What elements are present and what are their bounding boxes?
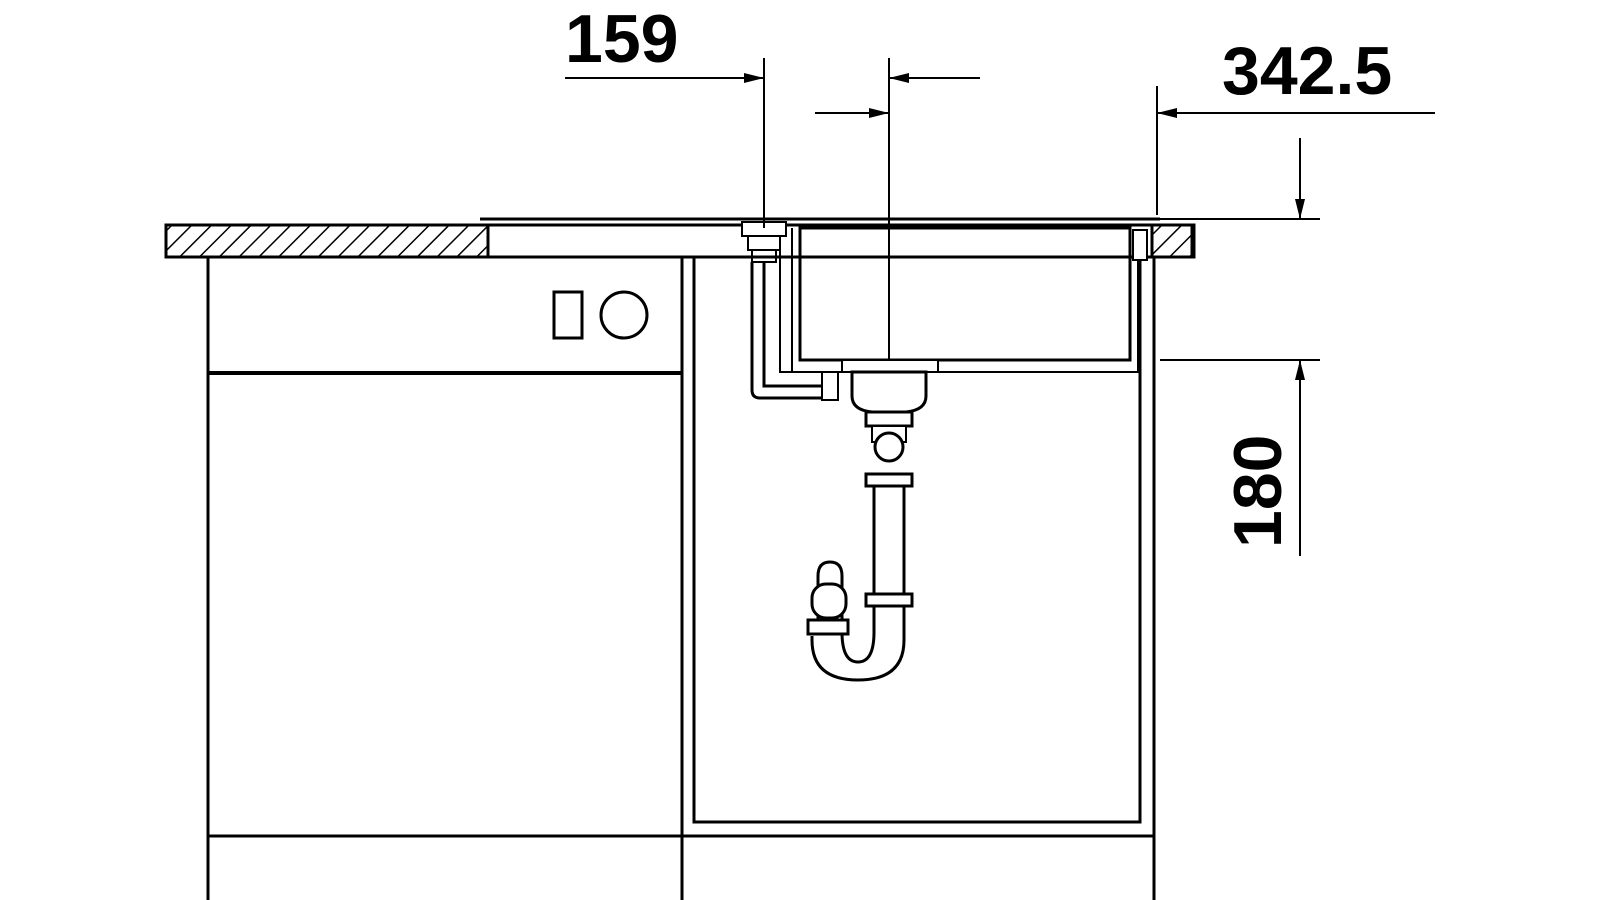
sink-bowl xyxy=(791,226,1148,373)
drain-flange xyxy=(841,359,939,373)
dimension-depth: 180 xyxy=(1152,138,1320,556)
bowl-outline xyxy=(798,226,1132,362)
sink-rim xyxy=(480,217,1160,226)
trap-outer-curve xyxy=(810,606,906,682)
trap-nut xyxy=(806,618,850,636)
offset-dimension-label: 159 xyxy=(565,1,678,77)
siphon-nut-2 xyxy=(864,472,914,488)
sink-clip xyxy=(1132,229,1148,261)
overflow-collar xyxy=(747,235,781,251)
worktop-hatched-left xyxy=(164,223,490,259)
siphon-nut-3 xyxy=(864,592,914,608)
bowl-outer-wall xyxy=(791,228,1139,373)
overflow-tube xyxy=(779,250,834,373)
sink-cabinet xyxy=(680,255,1156,900)
dishwasher-outline xyxy=(206,255,684,900)
dishwasher-button-icon xyxy=(552,290,584,340)
siphon-ball xyxy=(873,431,905,463)
trap-riser xyxy=(816,560,844,620)
overflow-hose-outer xyxy=(750,262,834,400)
trap-inner-curve xyxy=(840,606,876,664)
worktop-hatched-right xyxy=(1150,223,1194,259)
width-dimension-label: 342.5 xyxy=(1222,33,1392,109)
depth-dimension-label: 180 xyxy=(1220,435,1296,548)
drain-strainer xyxy=(850,370,928,414)
siphon-nut-1 xyxy=(864,410,914,428)
dishwasher-knob-icon xyxy=(599,290,649,340)
dimension-offset: 159 xyxy=(565,1,980,360)
sink-cabinet-outline xyxy=(680,255,1156,900)
drain-siphon xyxy=(806,359,939,682)
worktop-body xyxy=(486,223,1196,259)
sink-cabinet-inner-line xyxy=(692,257,1142,824)
overflow-connector xyxy=(821,371,839,401)
dimension-width: 342.5 xyxy=(815,33,1435,215)
worktop xyxy=(164,223,1196,259)
trap-cap xyxy=(810,582,848,620)
overflow-hose-inner xyxy=(762,262,834,388)
overflow-fitting xyxy=(741,221,839,401)
dishwasher-cabinet xyxy=(206,255,684,900)
